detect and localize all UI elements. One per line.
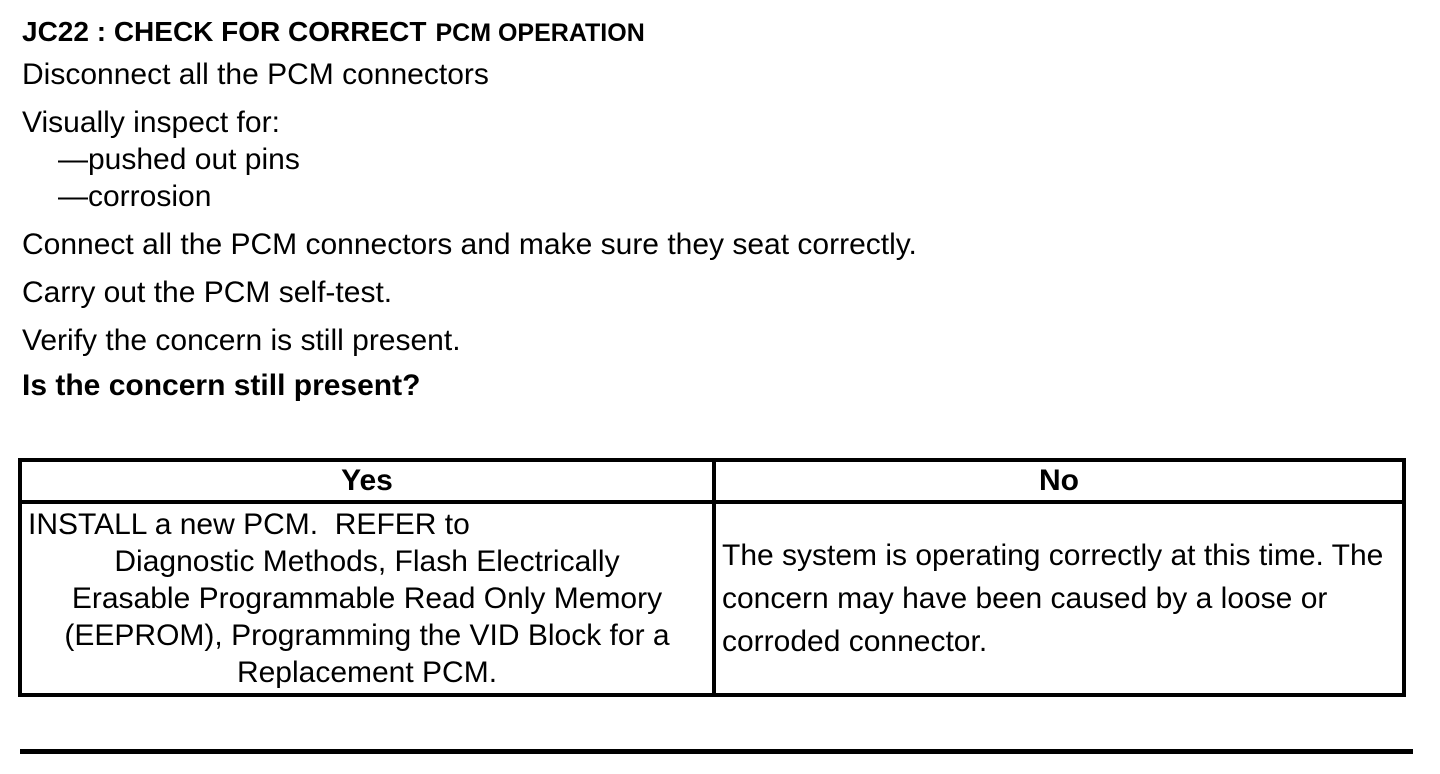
yes-action-line: (EEPROM), Programming the VID Block for … <box>64 619 670 652</box>
inspect-item-pushed-out-pins: —pushed out pins <box>58 143 300 176</box>
step-disconnect-connectors: Disconnect all the PCM connectors <box>22 58 489 91</box>
yes-action-line: Replacement PCM. <box>236 656 498 689</box>
yes-column-header: Yes <box>18 458 716 504</box>
pinpoint-test-name: PCM OPERATION <box>435 19 645 47</box>
step-verify-concern: Verify the concern is still present. <box>22 324 461 357</box>
yes-action-line: Diagnostic Methods, Flash Electrically <box>114 545 620 578</box>
step-visually-inspect: Visually inspect for: <box>22 106 280 139</box>
decision-question: Is the concern still present? <box>22 369 421 402</box>
decision-table-header-row: Yes No <box>18 458 1406 504</box>
step-connect-connectors: Connect all the PCM connectors and make … <box>22 228 917 261</box>
inspect-item-corrosion: —corrosion <box>58 180 212 213</box>
decision-table-body-row: INSTALL a new PCM. REFER to Diagnostic M… <box>18 500 1406 697</box>
decision-table: Yes No INSTALL a new PCM. REFER to Diagn… <box>18 458 1406 697</box>
no-column-header: No <box>712 458 1406 504</box>
page-bottom-divider <box>20 749 1413 754</box>
step-self-test: Carry out the PCM self-test. <box>22 276 393 309</box>
pinpoint-test-code: JC22 : CHECK FOR CORRECT <box>22 16 427 47</box>
yes-action-line: Erasable Programmable Read Only Memory <box>71 582 663 615</box>
yes-action-cell: INSTALL a new PCM. REFER to Diagnostic M… <box>18 500 716 697</box>
page-title: JC22 : CHECK FOR CORRECT PCM OPERATION <box>22 16 645 49</box>
no-action-cell: The system is operating correctly at thi… <box>712 500 1406 697</box>
yes-action-line: INSTALL a new PCM. REFER to <box>28 508 470 541</box>
